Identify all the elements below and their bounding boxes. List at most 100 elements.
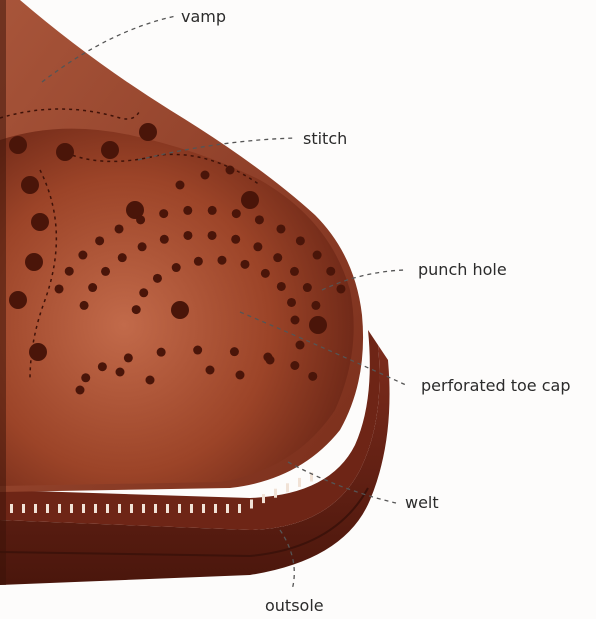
label-perforated-toe-cap: perforated toe cap (421, 378, 571, 394)
punch-hole (261, 269, 270, 278)
label-vamp: vamp (181, 9, 226, 25)
welt-stitch (274, 489, 277, 498)
welt-stitch (190, 504, 193, 513)
punch-hole (311, 301, 320, 310)
welt-stitch (250, 500, 253, 509)
punch-hole (76, 386, 85, 395)
punch-hole (277, 282, 286, 291)
left-edge-shadow (0, 0, 6, 585)
punch-hole (139, 288, 148, 297)
punch-hole (206, 366, 215, 375)
punch-hole (171, 301, 189, 319)
punch-hole (296, 236, 305, 245)
punch-hole (132, 305, 141, 314)
punch-hole (326, 267, 335, 276)
punch-hole (313, 251, 322, 260)
welt-stitch (154, 504, 157, 513)
welt-stitch (130, 504, 133, 513)
punch-hole (201, 171, 210, 180)
punch-hole (208, 231, 217, 240)
label-outsole: outsole (265, 598, 324, 614)
punch-hole (240, 260, 249, 269)
punch-hole (116, 368, 125, 377)
punch-hole (231, 235, 240, 244)
welt-stitch (142, 504, 145, 513)
punch-hole (9, 136, 27, 154)
label-punch-hole: punch hole (418, 262, 507, 278)
welt-stitch (166, 504, 169, 513)
welt-stitch (262, 494, 265, 503)
punch-hole (308, 372, 317, 381)
punch-hole (217, 256, 226, 265)
punch-hole (255, 215, 264, 224)
punch-hole (273, 253, 282, 262)
punch-hole (55, 284, 64, 293)
punch-hole (31, 213, 49, 231)
punch-hole (296, 341, 305, 350)
punch-hole (336, 284, 345, 293)
welt-stitch (286, 483, 289, 492)
punch-hole (138, 242, 147, 251)
welt-stitch (226, 504, 229, 513)
punch-hole (172, 263, 181, 272)
punch-hole (98, 362, 107, 371)
punch-hole (139, 123, 157, 141)
punch-hole (183, 206, 192, 215)
punch-hole (253, 242, 262, 251)
punch-hole (160, 235, 169, 244)
label-stitch: stitch (303, 131, 347, 147)
welt-stitch (34, 504, 37, 513)
punch-hole (80, 301, 89, 310)
punch-hole (159, 209, 168, 218)
punch-hole (193, 346, 202, 355)
punch-hole (232, 209, 241, 218)
punch-hole (290, 361, 299, 370)
punch-hole (21, 176, 39, 194)
punch-hole (101, 141, 119, 159)
punch-hole (9, 291, 27, 309)
punch-hole (29, 343, 47, 361)
punch-hole (226, 166, 235, 175)
punch-hole (183, 231, 192, 240)
punch-hole (65, 267, 74, 276)
welt-stitch (178, 504, 181, 513)
punch-hole (25, 253, 43, 271)
punch-hole (118, 253, 127, 262)
welt-stitch (202, 504, 205, 513)
punch-hole (208, 206, 217, 215)
punch-hole (124, 353, 133, 362)
punch-hole (176, 181, 185, 190)
welt-stitch (70, 504, 73, 513)
welt-stitch (82, 504, 85, 513)
punch-hole (95, 236, 104, 245)
punch-hole (78, 251, 87, 260)
punch-hole (194, 257, 203, 266)
punch-hole (81, 373, 90, 382)
welt-stitch (106, 504, 109, 513)
label-welt: welt (405, 495, 439, 511)
welt-stitch (298, 478, 301, 487)
punch-hole (56, 143, 74, 161)
welt-stitch (10, 504, 13, 513)
welt-stitch (118, 504, 121, 513)
punch-hole (266, 356, 275, 365)
welt-stitch (22, 504, 25, 513)
welt-stitch (238, 504, 241, 513)
punch-hole (303, 283, 312, 292)
welt-stitch (46, 504, 49, 513)
punch-hole (230, 347, 239, 356)
punch-hole (157, 348, 166, 357)
punch-hole (101, 267, 110, 276)
punch-hole (241, 191, 259, 209)
punch-hole (290, 267, 299, 276)
punch-hole (276, 224, 285, 233)
punch-hole (309, 316, 327, 334)
punch-hole (136, 215, 145, 224)
punch-hole (287, 298, 296, 307)
punch-hole (291, 316, 300, 325)
punch-hole (146, 376, 155, 385)
punch-hole (153, 274, 162, 283)
welt-stitch (94, 504, 97, 513)
